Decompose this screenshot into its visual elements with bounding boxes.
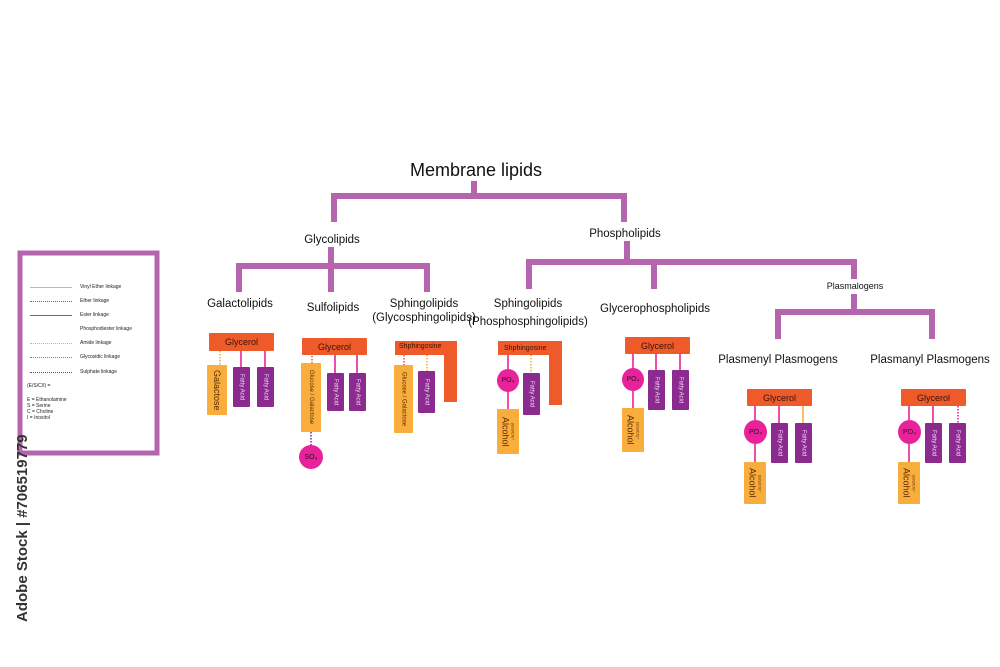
sulphate-circle: SO₃ (299, 445, 323, 469)
label-sulfolipids: Sulfolipids (306, 302, 360, 314)
label-glycolipids: Glycolipids (304, 234, 360, 246)
galactose-block: Galactose (207, 365, 227, 415)
legend-key-line: I = Inositol (27, 415, 50, 421)
sphingosine-glyco-shape (395, 341, 457, 402)
legend-swatch-ester (30, 315, 72, 316)
fatty-acid-block: Fatty Acid (672, 370, 689, 410)
sphingosine-phos-shape (498, 341, 562, 405)
label-glycerophospholipids: Glycerophospholipids (600, 303, 710, 315)
label-phospholipids: Phospholipids (589, 228, 661, 240)
fatty-acid-block: Fatty Acid (327, 373, 344, 411)
watermark: Adobe Stock | #706519779 (14, 434, 31, 622)
glycerol-block: Glycerol (901, 389, 966, 406)
phosphate-circle: PO₄ (497, 369, 519, 392)
glycerol-block: Glycerol (747, 389, 812, 406)
page-title: Membrane lipids (409, 160, 543, 180)
legend-key-title: (E/S/C/I) = (27, 383, 51, 389)
legend-swatch-ether (30, 301, 72, 302)
alcohol-block: Alcohol(E/S/C/I)* (622, 408, 644, 452)
legend-label: Glycosidic linkage (80, 354, 121, 360)
fatty-acid-block: Fatty Acid (523, 373, 540, 415)
legend-swatch-amide (30, 343, 72, 344)
glucose-galactose-block: Glucose / Galactose (394, 365, 413, 433)
fatty-acid-block: Fatty Acid (795, 423, 812, 463)
fatty-acid-block: Fatty Acid (233, 367, 250, 407)
legend-label: Phosphodiester linkage (80, 326, 132, 332)
legend-key-line: E = Ethanolamine (27, 397, 67, 403)
legend-swatch-glycosidic (30, 357, 72, 358)
alcohol-block: Alcohol(E/S/C/I)* (744, 462, 766, 504)
phosphate-circle: PO₄ (744, 420, 767, 444)
legend-label: Amide linkage (80, 340, 112, 346)
legend-label: Vinyl Ether linkage (80, 284, 122, 290)
label-plasmenyl: Plasmenyl Plasmogens (718, 354, 838, 366)
alcohol-block: Alcohol(E/S/C/I)* (898, 462, 920, 504)
legend-key-line: C = Choline (27, 409, 54, 415)
label-phosphosphingolipids: (Phosphosphingolipids) (468, 316, 588, 328)
fatty-acid-block: Fatty Acid (648, 370, 665, 410)
glucose-galactose-block: Glucose / Galactose (301, 363, 321, 432)
label-sphingolipids-phos: Sphingolipids (493, 298, 563, 310)
phosphate-circle: PO₄ (622, 368, 644, 391)
glycerol-block: Glycerol (625, 337, 690, 354)
fatty-acid-block: Fatty Acid (771, 423, 788, 463)
legend-label: Sulphate linkage (80, 369, 117, 375)
legend-label: Ester linkage (80, 312, 109, 318)
sphingosine-label: Shphingosine (504, 345, 547, 352)
legend-label: Ether linkage (80, 298, 110, 304)
glycerol-block: Glycerol (302, 338, 367, 355)
fatty-acid-block: Fatty Acid (418, 371, 435, 413)
fatty-acid-block: Fatty Acid (949, 423, 966, 463)
legend-swatch-sulphate (30, 372, 72, 373)
legend-key-line: S = Serine (27, 403, 51, 409)
phosphate-circle: PO₄ (898, 420, 921, 444)
glycerol-block: Glycerol (209, 333, 274, 351)
fatty-acid-block: Fatty Acid (257, 367, 274, 407)
label-plasmanyl: Plasmanyl Plasmogens (870, 354, 990, 366)
label-glycosphingolipids: (Glycosphingolipids) (372, 312, 476, 324)
fatty-acid-block: Fatty Acid (349, 373, 366, 411)
label-galactolipids: Galactolipids (207, 298, 273, 310)
label-plasmalogens: Plasmalogens (826, 281, 884, 291)
fatty-acid-block: Fatty Acid (925, 423, 942, 463)
alcohol-block: Alcohol(E/S/C/I)* (497, 409, 519, 454)
legend-swatch-vinyl-ether (30, 287, 72, 288)
label-sphingolipids-glyco: Sphingolipids (389, 298, 459, 310)
sphingosine-label: Shphingosine (399, 343, 442, 350)
